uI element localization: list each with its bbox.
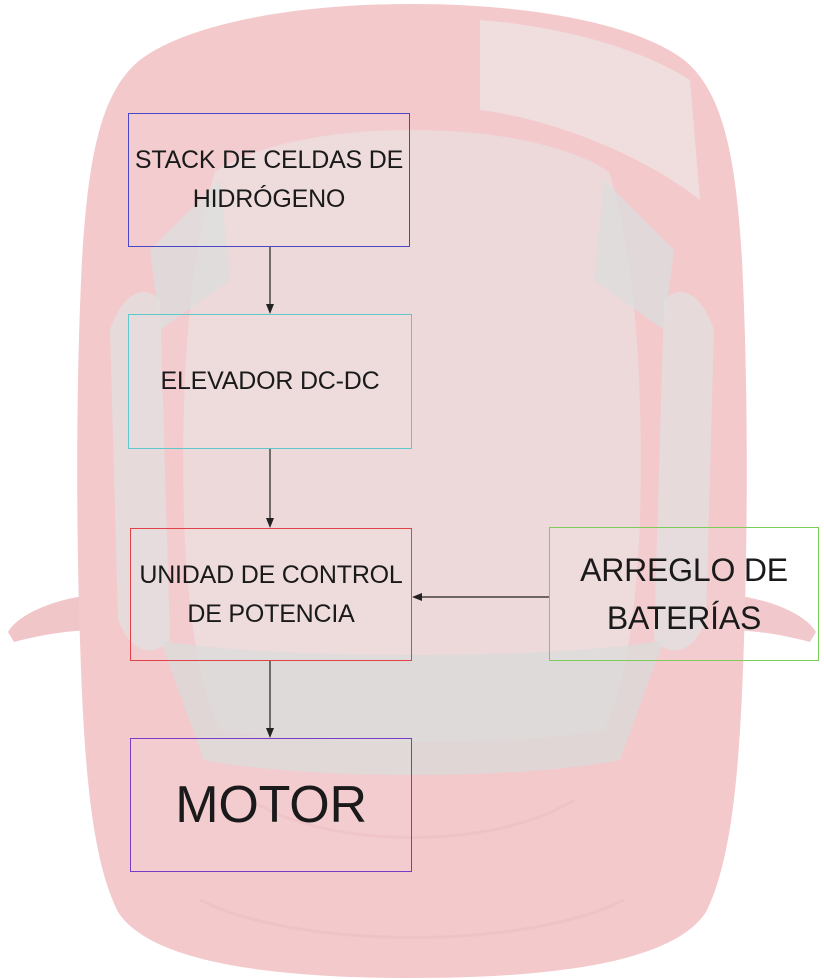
hood-line-lower: [199, 898, 625, 939]
right-window: [654, 291, 714, 651]
node-motor-label: MOTOR: [175, 776, 367, 834]
node-stack-celdas-hidrogeno: STACK DE CELDAS DE HIDRÓGENO: [128, 113, 410, 247]
node-elevador-label: ELEVADOR DC-DC: [160, 367, 380, 395]
arrowhead-stack-elevador: [266, 304, 274, 314]
hood-line: [249, 798, 575, 839]
front-windshield: [160, 640, 664, 775]
rear-window-right: [594, 180, 674, 330]
arrowhead-unidad-motor: [266, 728, 274, 738]
node-motor: MOTOR: [130, 738, 412, 872]
right-mirror: [726, 595, 816, 642]
node-arreglo-baterias: ARREGLO DE BATERÍAS: [549, 527, 819, 661]
left-mirror: [8, 595, 98, 642]
roof-highlight: [480, 20, 700, 200]
node-unidad-control-potencia: UNIDAD DE CONTROL DE POTENCIA: [130, 528, 412, 661]
rear-window: [150, 180, 230, 330]
car-cabin: [183, 130, 641, 742]
arrowhead-arreglo-unidad: [412, 593, 422, 601]
node-elevador-dc-dc: ELEVADOR DC-DC: [128, 314, 412, 449]
node-arreglo-label: ARREGLO DE BATERÍAS: [580, 552, 788, 636]
left-window: [110, 291, 170, 651]
node-unidad-label: UNIDAD DE CONTROL DE POTENCIA: [139, 560, 403, 628]
node-stack-label: STACK DE CELDAS DE HIDRÓGENO: [134, 146, 404, 213]
arrowhead-elevador-unidad: [266, 518, 274, 528]
arrows: [266, 247, 549, 738]
